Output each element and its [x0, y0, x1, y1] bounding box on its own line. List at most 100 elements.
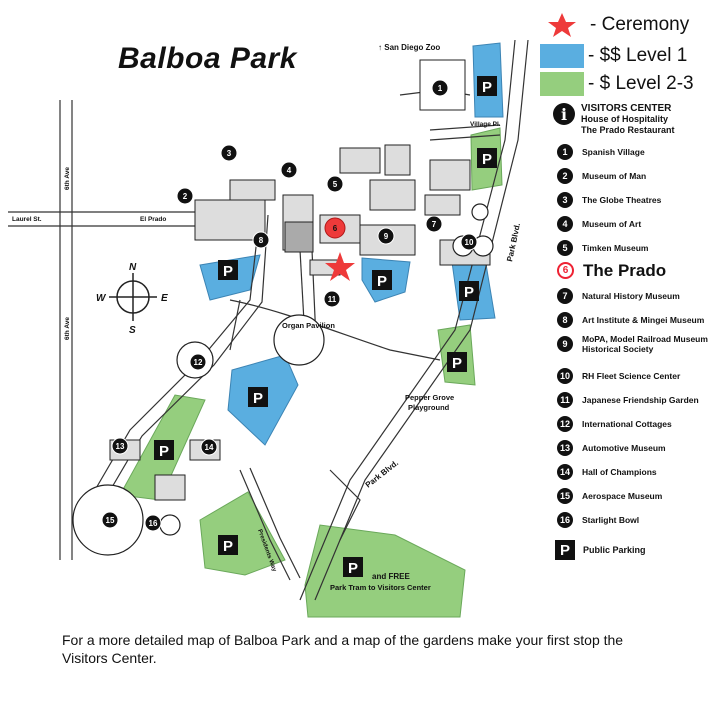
legend-number-icon: 3 [557, 192, 573, 208]
legend-number-icon: 14 [557, 464, 573, 480]
legend-level1-label: - $$ Level 1 [588, 45, 688, 66]
parking-letter: P [348, 560, 358, 577]
legend-item-label: The Prado [583, 260, 667, 280]
map-marker-number: 15 [106, 516, 115, 525]
legend-item-label: Automotive Museum [582, 443, 666, 453]
free-tram-label-1: and FREE [372, 572, 410, 581]
parking-letter: P [223, 263, 233, 280]
map-marker-number: 13 [116, 442, 125, 451]
map-marker-circle [101, 511, 119, 529]
map-marker-circle [220, 144, 238, 162]
visitors-center-line3: The Prado Restaurant [581, 125, 675, 135]
legend-item-label: Timken Museum [582, 243, 649, 253]
compass-w: W [96, 293, 107, 304]
legend-number-icon: 13 [557, 440, 573, 456]
visitors-center-line2: House of Hospitality [581, 114, 669, 124]
legend-parking: P Public Parking [555, 540, 646, 560]
map-marker-circle [377, 227, 395, 245]
legend-item-label: Hall of Champions [582, 467, 657, 477]
map-marker-number: 4 [287, 166, 292, 175]
legend-item-label: Museum of Art [582, 219, 642, 229]
map-marker-number: 9 [384, 232, 389, 241]
legend-item: 10 RH Fleet Science Center [557, 368, 680, 384]
parking-letter: P [253, 390, 263, 407]
map-marker-number: 2 [183, 192, 188, 201]
laurel-st-label: Laurel St. [12, 216, 42, 223]
footer-note: For a more detailed map of Balboa Park a… [62, 632, 624, 666]
legend-number-icon: 10 [557, 368, 573, 384]
parking-letter: P [464, 284, 474, 301]
sixth-ave-bottom-label: 6th Ave [64, 317, 71, 340]
legend-item-label: RH Fleet Science Center [582, 371, 681, 381]
visitors-center-legend: i VISITORS CENTER House of Hospitality T… [553, 103, 720, 136]
legend-item-label: Museum of Man [582, 171, 647, 181]
blue-swatch [540, 44, 584, 68]
info-icon: i [553, 103, 575, 125]
parking-letter: P [223, 538, 233, 555]
map-marker-circle [200, 438, 218, 456]
legend-level2-label: - $ Level 2-3 [588, 73, 694, 94]
legend-number-icon: 4 [557, 216, 573, 232]
compass-e: E [161, 293, 168, 304]
map-marker-number: 6 [333, 224, 338, 233]
parking-letter: P [482, 151, 492, 168]
map-marker-circle [425, 215, 443, 233]
organ-pavilion-label: Organ Pavilion [282, 321, 335, 330]
map-marker-number: 16 [149, 519, 158, 528]
ceremony-star-icon [325, 252, 355, 281]
map-marker-circle [431, 79, 449, 97]
legend-item: 14 Hall of Champions [557, 464, 657, 480]
parking-icon [459, 281, 479, 301]
map-marker-circle [189, 353, 207, 371]
map-marker-circle [460, 233, 478, 251]
parking-icon [372, 270, 392, 290]
compass-s: S [129, 325, 136, 336]
legend-level1: - $$ Level 1 [540, 43, 687, 69]
map-marker-circle [111, 437, 129, 455]
legend-number-icon: 11 [557, 392, 573, 408]
parking-icon [343, 557, 363, 577]
legend-item: 4 Museum of Art [557, 216, 641, 232]
map-title: Balboa Park [118, 42, 297, 75]
parking-icon [154, 440, 174, 460]
parking-icon [218, 260, 238, 280]
parking-letter: P [377, 273, 387, 290]
map-marker-circle [176, 187, 194, 205]
pepper-grove-label-2: Playground [408, 403, 450, 412]
map-marker-number: 8 [259, 236, 264, 245]
green-swatch [540, 72, 584, 96]
map-marker-number: 5 [333, 180, 338, 189]
legend-number-icon: 1 [557, 144, 573, 160]
legend-item: 6 The Prado [557, 262, 666, 279]
parking-icon [447, 352, 467, 372]
red-star-icon [548, 13, 576, 37]
legend-item: 3 The Globe Theatres [557, 192, 661, 208]
legend-item-label: MoPA, Model Railroad Museum Historical S… [582, 334, 708, 354]
parking-icon [477, 76, 497, 96]
compass: N S E W [96, 262, 168, 336]
map-marker-number: 1 [438, 84, 443, 93]
parking-icon [248, 387, 268, 407]
parking-letter: P [482, 79, 492, 96]
legend-level2: - $ Level 2-3 [540, 71, 694, 97]
sixth-ave-top-label: 6th Ave [64, 167, 71, 190]
legend-number-icon: 6 [557, 262, 574, 279]
legend-ceremony: - Ceremony [540, 12, 689, 38]
map-marker-circle [323, 290, 341, 308]
legend-item-label: Natural History Museum [582, 291, 680, 301]
map-marker-circle [324, 217, 346, 239]
map-marker-circle [252, 231, 270, 249]
compass-n: N [129, 262, 137, 273]
legend-item-label: The Globe Theatres [582, 195, 662, 205]
